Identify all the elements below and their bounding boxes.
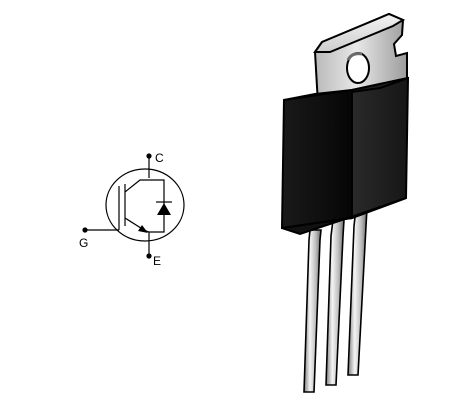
- collector-terminal-dot: [146, 153, 152, 159]
- package-leads: [303, 207, 368, 393]
- body-bottom: [281, 197, 407, 236]
- package-body: [280, 76, 410, 236]
- body-side: [351, 76, 410, 220]
- collector-branch: [124, 179, 149, 193]
- igbt-symbol: [82, 153, 185, 259]
- diode-rail: [149, 179, 165, 233]
- emitter-terminal-dot: [146, 253, 152, 259]
- symbol-circle: [105, 168, 185, 242]
- diode-triangle: [157, 203, 171, 215]
- lead-1: [303, 229, 322, 393]
- pin-label-gate: G: [79, 236, 88, 250]
- hole-shadow: [346, 52, 363, 61]
- body-front: [280, 88, 353, 230]
- pin-label-emitter: E: [153, 254, 161, 268]
- gate-terminal-dot: [82, 227, 88, 233]
- tab-top-edge: [313, 12, 406, 53]
- lead-2: [325, 219, 345, 386]
- pin-label-collector: C: [155, 151, 164, 165]
- to220-package: [280, 12, 410, 393]
- emitter-arrow: [138, 225, 148, 233]
- mounting-tab: [313, 12, 408, 106]
- lead-3: [347, 207, 368, 376]
